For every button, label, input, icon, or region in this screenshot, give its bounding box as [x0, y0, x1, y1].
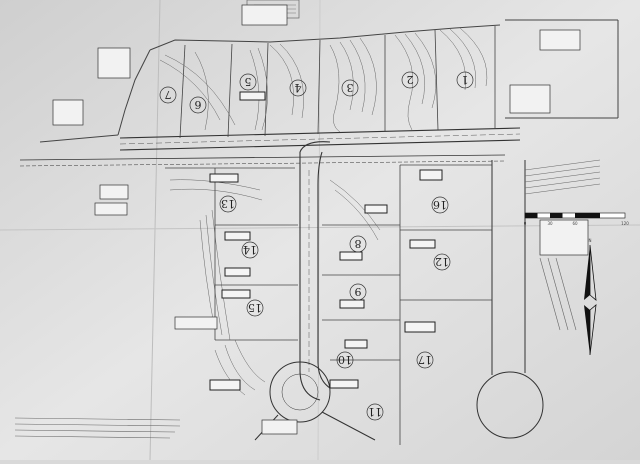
general-notes-block: [14, 417, 181, 439]
lot-6-label: 6: [195, 98, 202, 111]
lot-8-label: 8: [355, 237, 362, 250]
lot-11-label: 11: [368, 405, 382, 418]
contour-lines-west: [169, 179, 381, 396]
scale-tick-30: 30: [547, 221, 553, 226]
scale-bar: 0 30 60 120: [524, 212, 629, 226]
lot-15-label: 15: [248, 301, 262, 314]
annotation-boxes: [52, 4, 589, 435]
paper-fold: [317, 0, 321, 461]
lot-3-label: 3: [347, 81, 354, 94]
street-interior: [299, 141, 331, 401]
lot-7-label: 7: [165, 88, 172, 101]
paper-fold: [0, 224, 640, 231]
lot-12-label: 12: [435, 255, 449, 268]
lot-2-label: 2: [407, 73, 414, 86]
scale-tick-120: 120: [621, 221, 629, 226]
lot-4-label: 4: [295, 81, 302, 94]
lot-numbers: 1 2 3 4 5 6 7 8 9 10 11 12 13 14 15 16 1: [159, 71, 474, 421]
cul-de-sac-east: [476, 160, 544, 439]
scale-tick-0: 0: [524, 221, 527, 226]
scale-tick-60: 60: [572, 221, 578, 226]
contour-lines-north: [159, 27, 488, 133]
lot-10-label: 10: [338, 353, 352, 366]
lot-16-label: 16: [433, 198, 447, 211]
lot-9-label: 9: [355, 285, 362, 298]
property-boundary: [39, 19, 619, 143]
lot-14-label: 14: [243, 243, 257, 256]
lot-lines-north: [179, 26, 496, 139]
lot-lines-south: [165, 164, 492, 445]
lot-13-label: 13: [221, 197, 235, 210]
lot-17-label: 17: [418, 353, 432, 366]
north-arrow-label: N: [589, 238, 592, 243]
lot-5-label: 5: [245, 75, 252, 88]
north-arrow: N: [584, 238, 597, 356]
survey-notes-east: [524, 159, 601, 331]
street-east-west: [19, 127, 521, 167]
lot-1-label: 1: [462, 73, 469, 86]
building-footprints: [209, 91, 443, 391]
paper-fold: [149, 0, 161, 461]
